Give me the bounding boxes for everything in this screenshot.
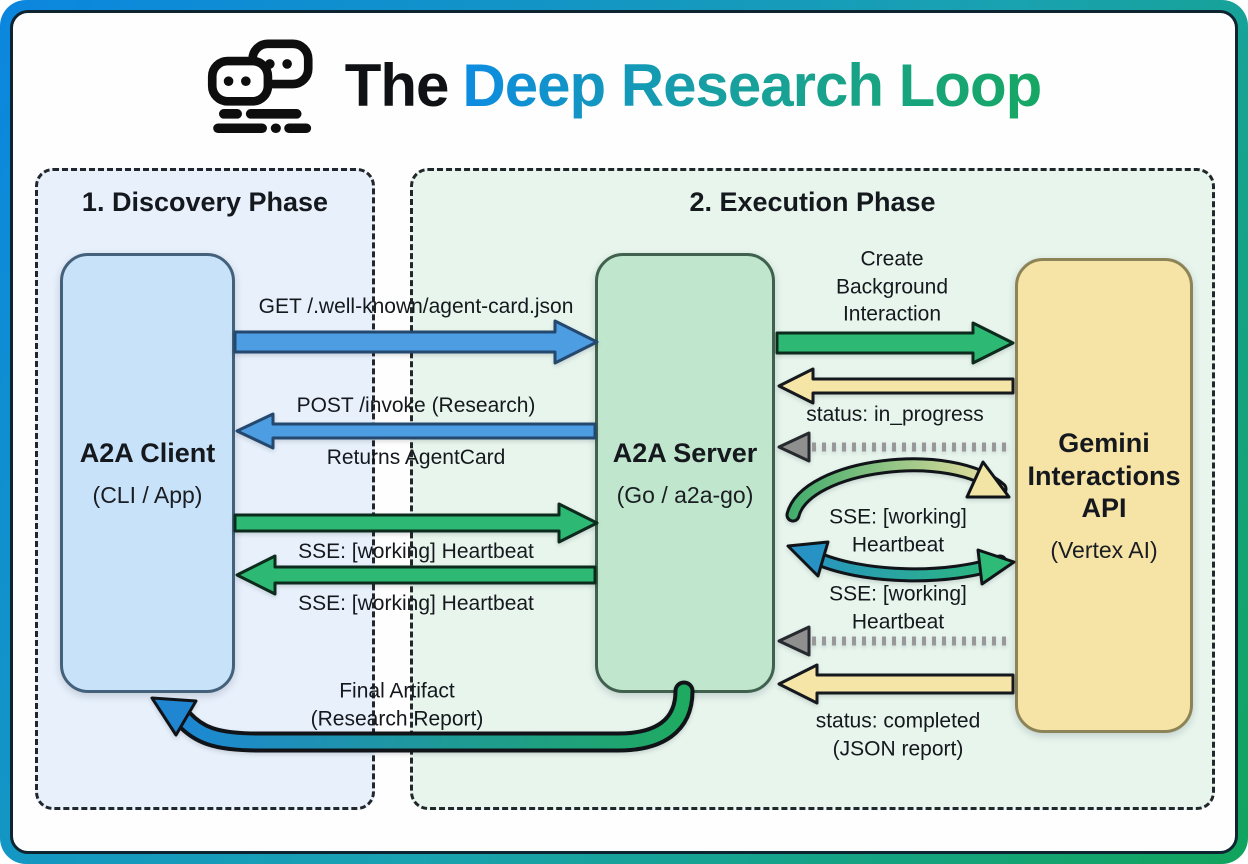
status-in-progress-label: status: in_progress	[806, 403, 984, 427]
gemini-api-subtitle: (Vertex AI)	[1050, 537, 1158, 564]
sse-heartbeat-gemini-label-1: SSE: [working] Heartbeat	[829, 505, 967, 556]
a2a-client-subtitle: (CLI / App)	[92, 481, 203, 508]
a2a-client-node: A2A Client (CLI / App)	[60, 253, 235, 693]
gemini-api-node: Gemini Interactions API (Vertex AI)	[1015, 258, 1193, 733]
status-completed-label: status: completed (JSON report)	[815, 709, 981, 760]
create-interaction-label: Create Background Interaction	[835, 247, 949, 326]
discovery-phase-title: 1. Discovery Phase	[81, 187, 329, 217]
sse-heartbeat-client-label-1: SSE: [working] Heartbeat	[298, 540, 534, 564]
agents-logo-icon	[207, 39, 313, 134]
a2a-server-title: A2A Server	[612, 438, 758, 469]
execution-phase-title: 2. Execution Phase	[689, 187, 936, 217]
a2a-server-node: A2A Server (Go / a2a-go)	[595, 253, 775, 693]
title-prefix: The	[344, 52, 450, 119]
get-agent-card-label: GET /.well-known/agent-card.json	[258, 295, 574, 319]
final-artifact-label: Final Artifact (Research Report)	[310, 679, 484, 730]
a2a-server-subtitle: (Go / a2a-go)	[616, 481, 754, 508]
sse-heartbeat-gemini-label-2: SSE: [working] Heartbeat	[829, 582, 967, 633]
gemini-api-title: Gemini Interactions API	[1027, 427, 1181, 524]
returns-agent-card-label: Returns AgentCard	[326, 446, 506, 470]
post-invoke-label: POST /invoke (Research)	[296, 394, 536, 418]
a2a-client-title: A2A Client	[79, 438, 216, 469]
title-highlight: Deep Research Loop	[462, 52, 1042, 119]
sse-heartbeat-client-label-2: SSE: [working] Heartbeat	[298, 592, 534, 616]
